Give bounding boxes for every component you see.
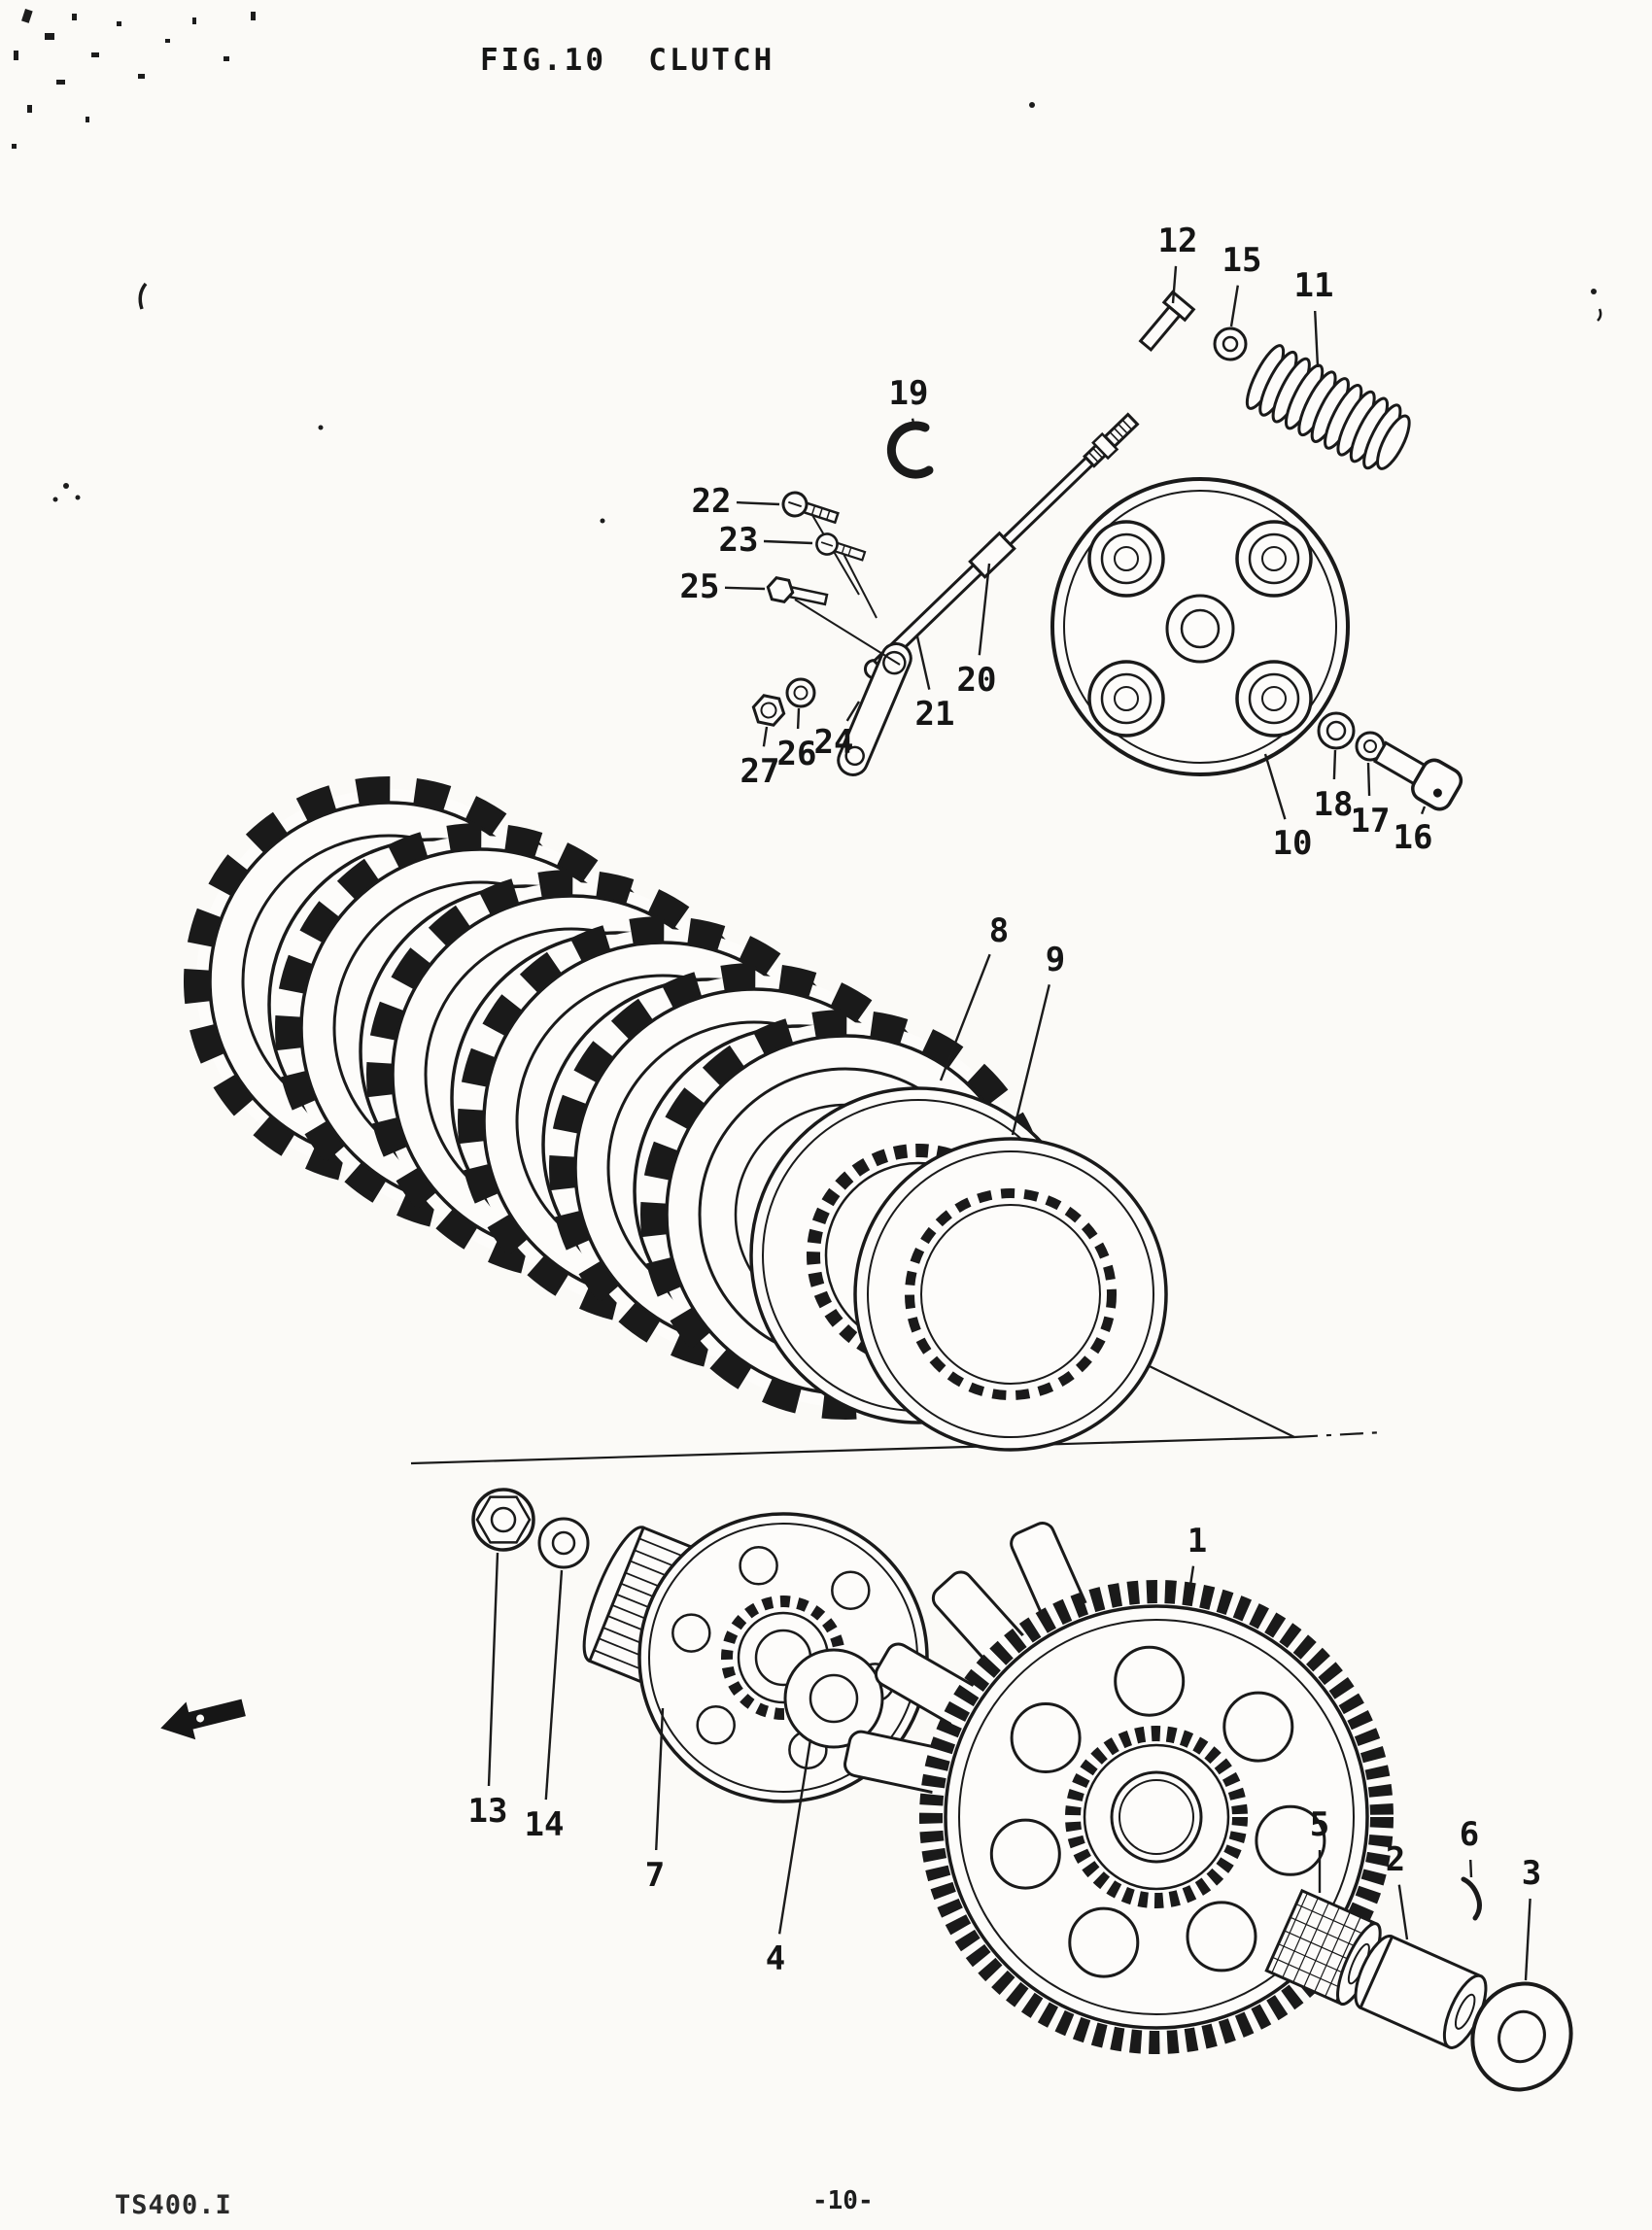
callout-leader-6 (1469, 1859, 1473, 1878)
callout-leader-27 (762, 726, 769, 747)
part-callout-3: 3 (1522, 1854, 1541, 1893)
callout-leader-18 (1332, 749, 1337, 780)
locknut-pointer-line (841, 549, 878, 619)
callout-leader-7 (655, 1707, 665, 1851)
callout-leader-2 (1397, 1884, 1409, 1940)
part-callout-6: 6 (1460, 1815, 1479, 1854)
part-callout-5: 5 (1310, 1805, 1329, 1844)
part-callout-4: 4 (766, 1939, 785, 1978)
hub-bolt-drawing (1373, 740, 1463, 811)
scan-noise (12, 9, 1602, 524)
callout-leader-24 (845, 701, 861, 722)
locknut-screw-drawing (815, 532, 867, 562)
part-callout-26: 26 (777, 735, 817, 773)
part-callout-21: 21 (915, 695, 955, 734)
callout-leader-8 (939, 953, 991, 1081)
callout-leader-3 (1524, 1898, 1532, 1981)
part-callout-20: 20 (957, 661, 997, 700)
retainer-ring-drawing (853, 1137, 1168, 1452)
pivot-bolt-drawing (766, 575, 829, 606)
clutch-spring-drawing (1245, 344, 1411, 470)
pivot-bolt-pointer-line (794, 599, 901, 666)
callout-leader-17 (1366, 762, 1371, 797)
part-callout-13: 13 (468, 1792, 508, 1831)
part-callout-25: 25 (680, 567, 720, 606)
callout-leader-9 (1011, 984, 1050, 1136)
callout-leader-10 (1263, 753, 1287, 820)
callout-leader-11 (1314, 310, 1320, 368)
end-washer-drawing (1470, 1981, 1573, 2092)
part-callout-16: 16 (1394, 818, 1433, 857)
part-callout-24: 24 (814, 723, 854, 762)
part-callout-19: 19 (889, 374, 929, 413)
part-callout-12: 12 (1158, 222, 1198, 260)
callout-leader-4 (777, 1738, 812, 1935)
splined-spacer-drawing (1264, 1888, 1382, 2007)
clutch-spring-bolt-drawing (1138, 290, 1196, 353)
part-callout-22: 22 (692, 482, 732, 521)
part-callout-17: 17 (1351, 802, 1391, 841)
release-hook-drawing (886, 421, 934, 479)
lock-washer-drawing (537, 1517, 590, 1569)
part-callout-7: 7 (645, 1856, 665, 1895)
callout-leader-20 (978, 563, 991, 656)
primary-driven-gear-drawing (919, 1580, 1394, 2054)
pressure-plate-drawing (1050, 477, 1350, 776)
spring-washer-drawing (1213, 326, 1248, 361)
callout-leader-23 (763, 539, 813, 545)
part-callout-2: 2 (1386, 1840, 1405, 1879)
callout-leader-14 (544, 1569, 564, 1801)
part-callout-9: 9 (1046, 941, 1065, 979)
washer-17-drawing (1355, 731, 1386, 762)
thrust-washer-drawing (783, 1648, 884, 1749)
part-callout-8: 8 (989, 911, 1009, 950)
callout-leader-25 (724, 586, 766, 591)
footer-page-number: -10- (812, 2186, 874, 2215)
callout-leader-12 (1171, 265, 1178, 304)
footer-model-code: TS400.I (115, 2190, 232, 2220)
figure-title: FIG.10 CLUTCH (480, 43, 775, 78)
callout-leader-16 (1420, 806, 1427, 815)
adjuster-screw-drawing (781, 491, 840, 525)
callout-leader-21 (915, 635, 931, 690)
callout-leader-26 (796, 707, 801, 730)
hex-nut-drawing (751, 694, 786, 727)
direction-arrow-icon (160, 1698, 246, 1740)
part-callout-14: 14 (525, 1805, 565, 1844)
part-callout-27: 27 (740, 752, 780, 791)
part-callout-10: 10 (1273, 824, 1313, 863)
callout-leader-13 (487, 1552, 499, 1787)
part-callout-18: 18 (1314, 785, 1354, 824)
spacer-drawing (1317, 711, 1356, 750)
release-arm-drawing (837, 642, 912, 776)
callout-leader-22 (736, 500, 780, 506)
callout-leader-15 (1229, 285, 1239, 327)
small-washer-drawing (785, 677, 816, 708)
part-callout-15: 15 (1222, 241, 1262, 280)
part-callout-1: 1 (1187, 1522, 1207, 1561)
part-callout-11: 11 (1294, 266, 1334, 305)
part-callout-23: 23 (719, 521, 759, 560)
dowel-pin-drawing (1461, 1876, 1482, 1921)
callout-leader-1 (1187, 1565, 1195, 1593)
callout-leader-19 (911, 418, 915, 425)
hub-nut-drawing (471, 1488, 535, 1552)
